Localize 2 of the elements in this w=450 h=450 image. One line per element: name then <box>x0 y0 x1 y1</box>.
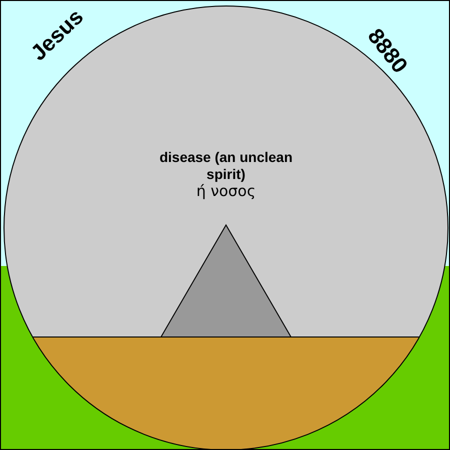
heading-text: disease (an unclean spirit) <box>158 149 294 183</box>
greek-text: ή νοσος <box>195 183 257 200</box>
